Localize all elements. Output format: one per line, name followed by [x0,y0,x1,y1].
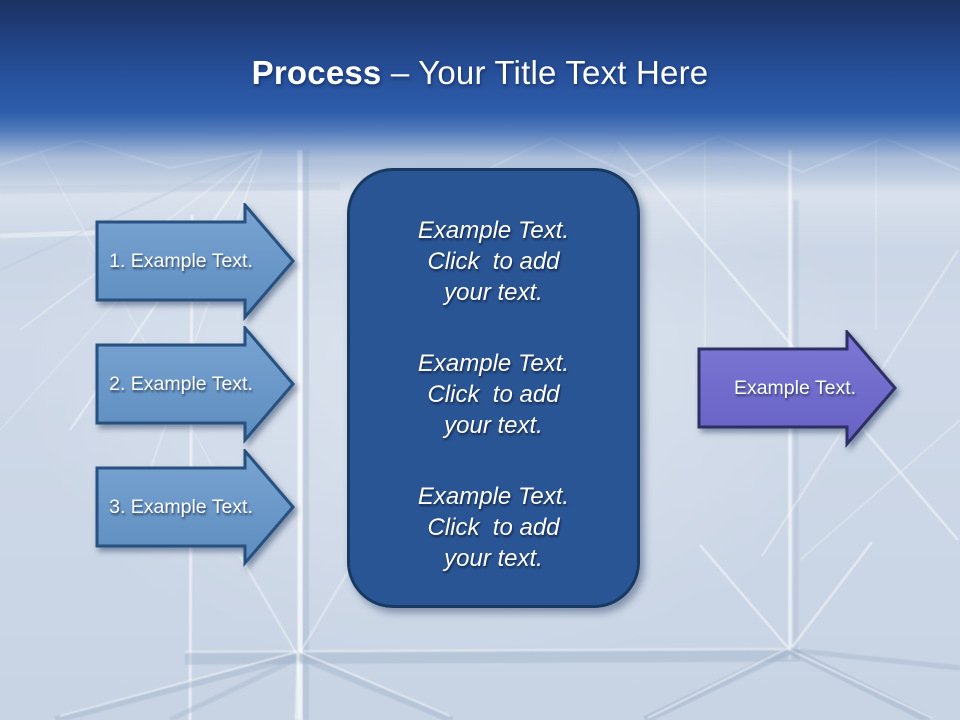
arrow-right-shape-icon [95,326,295,445]
slide-title-rest: – Your Title Text Here [381,54,709,91]
slide-title: Process – Your Title Text Here [0,0,960,93]
title-bar: Process – Your Title Text Here [0,0,960,200]
description-block: Example Text. Click to add your text. [417,217,570,306]
process-step-arrow-1[interactable]: 1. Example Text. [95,203,299,323]
process-description-box[interactable]: Example Text. Click to add your text. Ex… [347,168,640,608]
process-step-arrow-2[interactable]: 2. Example Text. [95,326,299,446]
description-block: Example Text. Click to add your text. [417,483,570,572]
process-step-1-label: 1. Example Text. [109,249,253,272]
slide-title-emphasis: Process [251,54,382,91]
result-arrow[interactable]: Example Text. [697,330,901,450]
process-step-3-label: 3. Example Text. [109,495,253,518]
arrow-right-shape-icon [95,203,295,322]
process-step-arrow-3[interactable]: 3. Example Text. [95,449,299,569]
result-arrow-label: Example Text. [733,376,857,399]
process-description-text: Example Text. Click to add your text. Ex… [350,171,637,574]
arrow-right-shape-icon [95,449,295,568]
description-block: Example Text. Click to add your text. [417,350,570,439]
arrow-right-shape-icon [697,330,897,449]
process-step-2-label: 2. Example Text. [109,372,253,395]
